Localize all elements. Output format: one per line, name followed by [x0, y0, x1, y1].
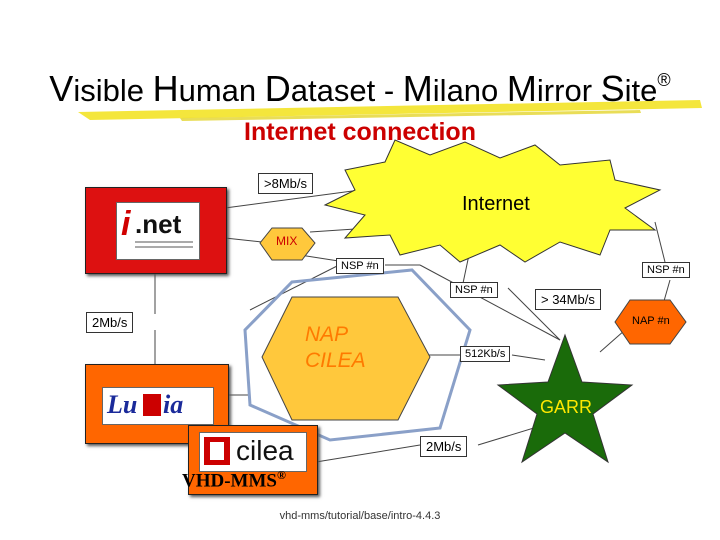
- lusia-logo: Lu ia: [102, 387, 214, 425]
- speed-label-8mb: >8Mb/s: [258, 173, 313, 194]
- nap-cilea-label: NAP CILEA: [305, 323, 366, 372]
- nap-n-node: [614, 299, 687, 345]
- speed-label-2mb-b: 2Mb/s: [420, 436, 468, 457]
- nap-area-outline: [243, 268, 472, 442]
- lusia-box: Lu ia: [85, 364, 229, 444]
- internet-cloud: [323, 139, 662, 263]
- nap-cilea-node: [261, 296, 431, 421]
- vhd-mms-label: VHD-MMS®: [182, 468, 286, 492]
- subtitle: Internet connection: [244, 118, 476, 146]
- internet-label: Internet: [462, 193, 530, 215]
- speed-label-512kb: 512Kb/s: [460, 346, 511, 362]
- speed-label-34mb: > 34Mb/s: [535, 289, 601, 310]
- inet-provider-box: i .net: [85, 187, 227, 274]
- garr-star: [496, 333, 634, 464]
- speed-label-2mb-a: 2Mb/s: [86, 312, 134, 333]
- inet-logo: i .net: [116, 202, 200, 260]
- mix-node: [259, 227, 316, 261]
- title-underline: [78, 100, 702, 120]
- nsp-label-2: NSP #n: [642, 262, 690, 278]
- cilea-box: cilea: [188, 425, 318, 495]
- garr-label: GARR: [540, 397, 593, 417]
- nsp-label-1: NSP #n: [336, 258, 384, 274]
- cilea-logo: cilea: [199, 432, 307, 472]
- mix-label: MIX: [276, 234, 298, 248]
- nsp-label-3: NSP #n: [450, 282, 498, 298]
- footer-path: vhd-mms/tutorial/base/intro-4.4.3: [279, 510, 441, 522]
- connection-lines: [154, 189, 671, 463]
- page-title: Visible Human Dataset - Milano Mirror Si…: [49, 68, 671, 109]
- nap-n-label: NAP #n: [632, 315, 670, 327]
